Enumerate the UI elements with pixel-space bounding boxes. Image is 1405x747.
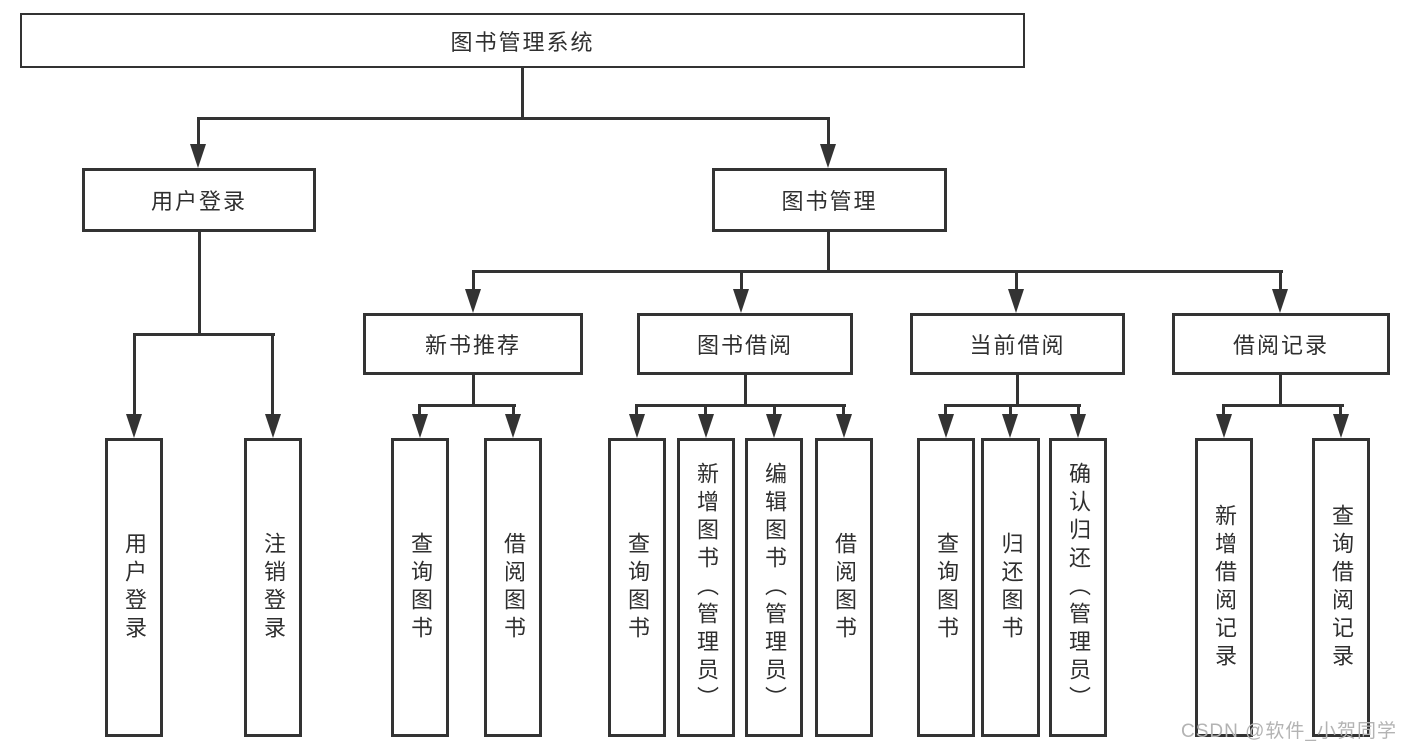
connector-line bbox=[944, 404, 947, 418]
arrow-down-icon bbox=[698, 414, 714, 438]
connector-line bbox=[1009, 404, 1012, 418]
node-borrow-record-label: 借阅记录 bbox=[1232, 333, 1329, 358]
node-book-management-label: 图书管理 bbox=[781, 189, 878, 214]
leaf-logout-label: 注销登录 bbox=[261, 531, 286, 644]
leaf-borrow-borrow-books-label: 借阅图书 bbox=[832, 531, 857, 644]
connector-line bbox=[1016, 373, 1019, 407]
connector-line bbox=[472, 270, 475, 294]
connector-line bbox=[133, 333, 136, 417]
leaf-current-query-books: 查询图书 bbox=[917, 438, 975, 737]
leaf-current-confirm-return-admin: 确认归还（管理员） bbox=[1049, 438, 1107, 737]
connector-line bbox=[198, 230, 201, 336]
leaf-user-login: 用户登录 bbox=[105, 438, 163, 737]
connector-line bbox=[197, 117, 830, 120]
connector-line bbox=[842, 404, 845, 418]
arrow-down-icon bbox=[505, 414, 521, 438]
node-book-borrow: 图书借阅 bbox=[637, 313, 853, 375]
arrow-down-icon bbox=[1008, 289, 1024, 313]
node-current-borrow: 当前借阅 bbox=[910, 313, 1125, 375]
arrow-down-icon bbox=[1002, 414, 1018, 438]
arrow-down-icon bbox=[733, 289, 749, 313]
node-book-borrow-label: 图书借阅 bbox=[696, 333, 793, 358]
connector-line bbox=[1222, 404, 1344, 407]
node-new-book-recommend-label: 新书推荐 bbox=[424, 333, 521, 358]
node-book-management: 图书管理 bbox=[712, 168, 947, 232]
leaf-record-add-borrow-record: 新增借阅记录 bbox=[1195, 438, 1253, 737]
leaf-logout: 注销登录 bbox=[244, 438, 302, 737]
node-new-book-recommend: 新书推荐 bbox=[363, 313, 583, 375]
leaf-borrow-query-books: 查询图书 bbox=[608, 438, 666, 737]
leaf-newrec-query-books-label: 查询图书 bbox=[408, 531, 433, 644]
connector-line bbox=[773, 404, 776, 418]
node-user-login-label: 用户登录 bbox=[150, 189, 247, 214]
connector-line bbox=[635, 404, 846, 407]
connector-line bbox=[472, 270, 1283, 273]
arrow-down-icon bbox=[820, 144, 836, 168]
leaf-newrec-borrow-books: 借阅图书 bbox=[484, 438, 542, 737]
leaf-record-add-borrow-record-label: 新增借阅记录 bbox=[1212, 503, 1237, 672]
connector-line bbox=[1222, 404, 1225, 418]
connector-line bbox=[271, 333, 274, 417]
leaf-record-query-borrow-record: 查询借阅记录 bbox=[1312, 438, 1370, 737]
arrow-down-icon bbox=[1272, 289, 1288, 313]
leaf-borrow-add-books-admin-label: 新增图书（管理员） bbox=[694, 461, 719, 714]
connector-line bbox=[512, 404, 515, 418]
node-root-label: 图书管理系统 bbox=[450, 29, 595, 55]
connector-line bbox=[1279, 270, 1282, 294]
leaf-current-return-books-label: 归还图书 bbox=[998, 531, 1024, 644]
arrow-down-icon bbox=[766, 414, 782, 438]
connector-line bbox=[744, 373, 747, 407]
connector-line bbox=[418, 404, 516, 407]
leaf-borrow-edit-books-admin-label: 编辑图书（管理员） bbox=[762, 461, 787, 714]
connector-line bbox=[827, 117, 830, 149]
arrow-down-icon bbox=[836, 414, 852, 438]
arrow-down-icon bbox=[190, 144, 206, 168]
connector-line bbox=[418, 404, 421, 418]
leaf-record-query-borrow-record-label: 查询借阅记录 bbox=[1329, 503, 1354, 672]
arrow-down-icon bbox=[1216, 414, 1232, 438]
leaf-borrow-borrow-books: 借阅图书 bbox=[815, 438, 873, 737]
arrow-down-icon bbox=[629, 414, 645, 438]
leaf-newrec-borrow-books-label: 借阅图书 bbox=[501, 531, 526, 644]
arrow-down-icon bbox=[265, 414, 281, 438]
connector-line bbox=[827, 230, 830, 273]
connector-line bbox=[133, 333, 275, 336]
connector-line bbox=[704, 404, 707, 418]
leaf-user-login-label: 用户登录 bbox=[122, 531, 147, 644]
connector-line bbox=[944, 404, 1081, 407]
node-user-login: 用户登录 bbox=[82, 168, 316, 232]
connector-line bbox=[197, 117, 200, 149]
connector-line bbox=[472, 373, 475, 407]
connector-line bbox=[1077, 404, 1080, 418]
arrow-down-icon bbox=[465, 289, 481, 313]
connector-line bbox=[1015, 270, 1018, 294]
node-current-borrow-label: 当前借阅 bbox=[969, 333, 1066, 358]
connector-line bbox=[1339, 404, 1342, 418]
arrow-down-icon bbox=[1070, 414, 1086, 438]
arrow-down-icon bbox=[938, 414, 954, 438]
arrow-down-icon bbox=[412, 414, 428, 438]
leaf-current-confirm-return-admin-label: 确认归还（管理员） bbox=[1066, 461, 1091, 714]
arrow-down-icon bbox=[126, 414, 142, 438]
arrow-down-icon bbox=[1333, 414, 1349, 438]
leaf-borrow-query-books-label: 查询图书 bbox=[625, 531, 650, 644]
leaf-current-query-books-label: 查询图书 bbox=[934, 531, 959, 644]
leaf-borrow-edit-books-admin: 编辑图书（管理员） bbox=[745, 438, 803, 737]
connector-line bbox=[521, 66, 524, 118]
node-root: 图书管理系统 bbox=[20, 13, 1025, 68]
node-borrow-record: 借阅记录 bbox=[1172, 313, 1390, 375]
connector-line bbox=[635, 404, 638, 418]
connector-line bbox=[740, 270, 743, 294]
leaf-current-return-books: 归还图书 bbox=[981, 438, 1040, 737]
leaf-borrow-add-books-admin: 新增图书（管理员） bbox=[677, 438, 735, 737]
leaf-newrec-query-books: 查询图书 bbox=[391, 438, 449, 737]
connector-line bbox=[1279, 372, 1282, 407]
csdn-watermark: CSDN @软件_小贺同学 bbox=[1181, 721, 1397, 742]
